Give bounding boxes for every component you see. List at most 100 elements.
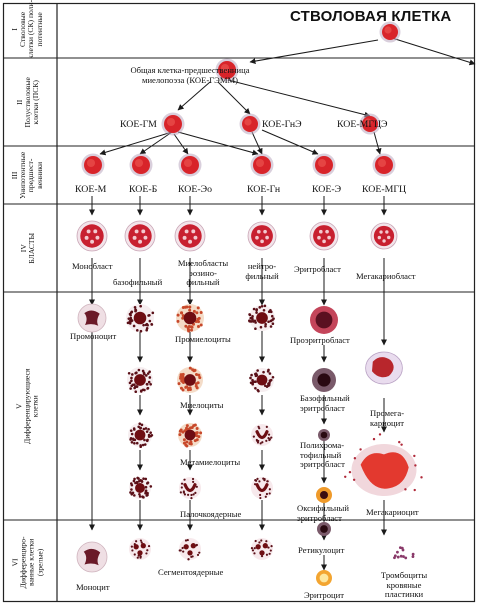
- cell-platelet: [393, 546, 415, 560]
- label-reticulocyte: Ретикулоцит: [298, 545, 345, 555]
- arrow: [173, 133, 189, 155]
- cell-gran: [126, 304, 155, 333]
- cell-stem: [129, 153, 153, 177]
- cell-polych: [318, 429, 330, 441]
- cell-eo: [177, 366, 203, 393]
- cell-stem: [215, 58, 239, 82]
- label-koe-mge: КОЕ-МГЦЭ: [337, 119, 388, 130]
- cell-mono: [77, 303, 107, 333]
- label-segmented: Сегментоядерные: [158, 567, 224, 577]
- arrow: [177, 131, 259, 156]
- label-polychromatophilic: Полихрома- тофильный эритробласт: [300, 440, 345, 469]
- cell-ery: [316, 570, 332, 586]
- row-label-mature: VI Дифференциро- ванные клетки (зрелые): [10, 536, 45, 588]
- cell-seg: [178, 538, 201, 561]
- cell-gran: [248, 304, 275, 331]
- label-koe-e: КОЕ-Э: [312, 184, 342, 195]
- cell-gran: [129, 476, 153, 499]
- cell-blast: [174, 220, 206, 252]
- cell-blast: [309, 221, 339, 251]
- cell-seg: [129, 538, 151, 560]
- arrow: [249, 39, 379, 65]
- row-label-stem: I Стволовые клетки (СК) поли- потентные: [10, 0, 45, 58]
- arrow: [251, 131, 263, 155]
- arrow: [227, 79, 371, 118]
- row-label-blasts: IV БЛАСТЫ: [18, 232, 36, 264]
- label-koe-b: КОЕ-Б: [129, 184, 158, 195]
- label-platelets: Тромбоциты кровяные пластинки: [380, 570, 428, 599]
- cell-blast: [370, 222, 398, 250]
- label-myeloblasts: Миелобласты эозино- фильный: [177, 258, 229, 287]
- cell-polych: [312, 368, 336, 392]
- label-koe-mgc: КОЕ-МГЦ: [362, 184, 407, 195]
- arrow: [217, 81, 251, 115]
- cell-stem: [312, 153, 336, 177]
- label-promyelocytes: Промиелоциты: [175, 334, 231, 344]
- cell-seg: [250, 538, 273, 560]
- cells: [76, 21, 423, 586]
- arrow: [177, 81, 211, 111]
- cell-eo: [176, 304, 204, 333]
- arrow: [261, 129, 319, 155]
- label-koe-eo: КОЕ-Эо: [178, 184, 212, 195]
- cell-eo: [178, 423, 203, 448]
- cell-band: [179, 477, 201, 500]
- cell-stem: [359, 113, 381, 135]
- cell-stem: [161, 112, 185, 136]
- cell-blast: [247, 221, 277, 251]
- label-promegakaryocyte: Промега- кариоцит: [370, 408, 405, 428]
- cell-gran: [127, 367, 153, 394]
- label-basophilic-erythroblast: Базофильный эритробласт: [300, 393, 350, 413]
- label-oxyphilic: Оксифильный эритробласт: [297, 503, 349, 523]
- cell-stem: [372, 153, 396, 177]
- cell-polych: [317, 522, 331, 536]
- label-megakaryocyte: Мегакариоцит: [366, 507, 419, 517]
- cell-blast: [124, 220, 156, 252]
- label-erythroblast: Эритробласт: [294, 264, 341, 274]
- cell-gran: [249, 368, 275, 393]
- cell-mega: [344, 433, 423, 496]
- cell-stem: [379, 21, 401, 43]
- cell-stem: [81, 153, 105, 177]
- cell-band: [251, 424, 273, 446]
- row-label-unipotent: III Унипотентные предшест- венники: [10, 151, 45, 199]
- row-label-differentiating: V Дифференцирующиеся клетки: [14, 368, 41, 444]
- cell-blast: [76, 220, 108, 252]
- cell-promega: [365, 351, 403, 385]
- label-erythrocyte: Эритроцит: [304, 590, 344, 600]
- diagram-title: СТВОЛОВАЯ КЛЕТКА: [290, 8, 452, 25]
- cell-erb: [310, 306, 338, 334]
- arrow: [99, 131, 173, 156]
- cell-oxy: [316, 487, 332, 503]
- label-kgemm: Общая клетка-предшественница миелопоэза …: [130, 65, 250, 85]
- cell-stem: [239, 113, 261, 135]
- label-neutrophilic: нейтро- фильный: [245, 261, 279, 281]
- row-label-semistem: II Полустволовые клетки (ПСК): [14, 76, 41, 128]
- label-band: Палочкоядерные: [180, 509, 242, 519]
- cell-band: [251, 477, 273, 500]
- cell-gran: [128, 422, 154, 449]
- label-promonocyte: Промоноцит: [70, 331, 117, 341]
- lineage-arrows: [89, 37, 476, 571]
- arrow: [373, 131, 382, 155]
- label-basophilic: базофильный: [113, 277, 163, 287]
- label-myelocytes: Миелоциты: [180, 400, 224, 410]
- label-monoblast: Монобласт: [72, 261, 113, 271]
- label-metamyelocytes: Метамиелоциты: [180, 457, 241, 467]
- label-koe-ge: КОЕ-ГнЭ: [262, 119, 302, 130]
- label-monocyte: Моноцит: [76, 582, 110, 592]
- arrow: [139, 131, 173, 155]
- cell-mono: [76, 541, 108, 573]
- cell-stem: [178, 153, 202, 177]
- label-koe-m: КОЕ-М: [75, 184, 107, 195]
- arrow: [391, 37, 476, 66]
- label-proerythroblast: Проэритробласт: [290, 335, 350, 345]
- cell-stem: [250, 153, 274, 177]
- label-koe-gm: КОЕ-ГМ: [120, 119, 157, 130]
- label-koe-gn: КОЕ-Гн: [247, 184, 281, 195]
- label-megakaryoblast: Мегакариобласт: [356, 271, 416, 281]
